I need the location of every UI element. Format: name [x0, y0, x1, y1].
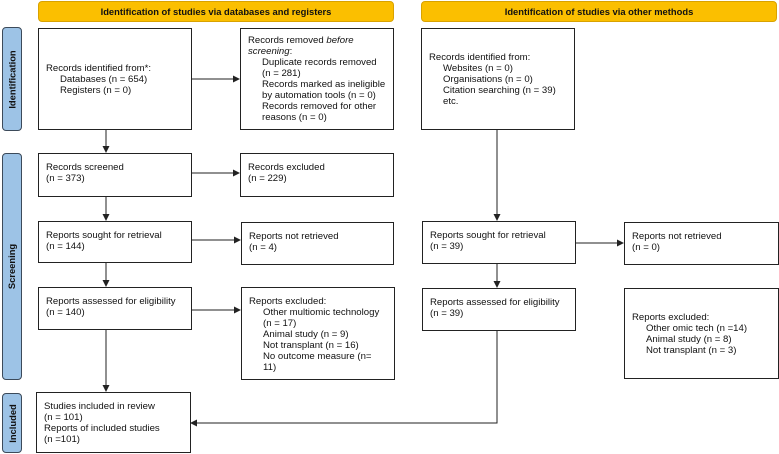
box-item: Registers (n = 0) [60, 84, 132, 96]
other-reports-assessed-box: Reports assessed for eligibility(n = 39) [422, 288, 576, 331]
box-title: Records excluded [248, 162, 325, 173]
records-screened-box: Records screened(n = 373) [38, 153, 192, 197]
arrow-other-assessed-to-included [190, 331, 498, 427]
box-title: Studies included in review [44, 400, 155, 412]
title-part: : [289, 46, 293, 57]
box-item: Other omic tech (n =14) [646, 322, 748, 334]
box-count: (n = 373) [46, 173, 85, 184]
phase-label: Screening [6, 243, 18, 290]
box-count: (n = 39) [430, 308, 464, 319]
title-part: Records removed [248, 35, 327, 46]
box-count: (n = 140) [46, 307, 85, 318]
box-item: Animal study (n = 8) [646, 333, 732, 345]
box-title: Records identified from: [429, 51, 531, 63]
box-title: Reports excluded: [249, 296, 327, 307]
studies-included-box: Studies included in review (n = 101) Rep… [36, 392, 191, 453]
box-item: Other multiomic technology (n = 17) [263, 307, 380, 329]
box-item: Citation searching (n = 39) [443, 84, 556, 96]
box-title: Records identified from*: [46, 62, 152, 74]
box-item: Animal study (n = 9) [263, 329, 349, 340]
box-item: Not transplant (n = 3) [646, 344, 737, 356]
box-count: (n =101) [44, 433, 80, 445]
box-title: Reports excluded: [632, 311, 710, 323]
box-item: Records removed for other reasons (n = 0… [262, 101, 377, 123]
phase-label: Included [6, 403, 18, 443]
box-item: Records marked as ineligible by automati… [262, 79, 386, 101]
reports-not-retrieved-box: Reports not retrieved(n = 4) [241, 222, 394, 265]
phase-identification: Identification [2, 27, 22, 131]
box-title: Reports of included studies [44, 422, 160, 434]
box-item: No outcome measure (n= 11) [263, 351, 372, 373]
box-item: etc. [443, 95, 459, 107]
records-removed-box: Records removed before screening: Duplic… [240, 28, 394, 130]
box-title: Reports sought for retrieval [46, 230, 162, 241]
records-identified-box: Records identified from*: Databases (n =… [38, 28, 192, 130]
box-count: (n = 4) [249, 242, 277, 253]
box-title: Reports not retrieved [249, 231, 339, 242]
box-count: (n = 101) [44, 411, 83, 423]
box-count: (n = 229) [248, 173, 287, 184]
reports-assessed-box: Reports assessed for eligibility(n = 140… [38, 287, 192, 330]
box-item: Duplicate records removed (n = 281) [262, 57, 377, 79]
other-reports-excluded-box: Reports excluded: Other omic tech (n =14… [624, 288, 779, 379]
other-reports-sought-box: Reports sought for retrieval(n = 39) [422, 221, 576, 264]
phase-label: Identification [6, 49, 18, 109]
header-databases: Identification of studies via databases … [38, 1, 394, 22]
reports-sought-box: Reports sought for retrieval(n = 144) [38, 221, 192, 263]
box-count: (n = 0) [632, 242, 660, 253]
box-item: Organisations (n = 0) [443, 73, 533, 85]
box-title: Records screened [46, 162, 124, 173]
box-count: (n = 144) [46, 241, 85, 252]
box-count: (n = 39) [430, 241, 464, 252]
other-records-identified-box: Records identified from: Websites (n = 0… [421, 28, 575, 130]
box-title: Reports assessed for eligibility [430, 297, 560, 308]
box-title: Reports assessed for eligibility [46, 296, 176, 307]
box-item: Websites (n = 0) [443, 62, 513, 74]
box-title: Reports sought for retrieval [430, 230, 546, 241]
box-title: Reports not retrieved [632, 231, 722, 242]
box-item: Databases (n = 654) [60, 73, 148, 85]
reports-excluded-box: Reports excluded: Other multiomic techno… [241, 287, 395, 380]
phase-screening: Screening [2, 153, 22, 380]
other-reports-not-retrieved-box: Reports not retrieved(n = 0) [624, 222, 779, 265]
box-item: Not transplant (n = 16) [263, 340, 359, 351]
title-emphasis: before screening [248, 35, 354, 57]
records-excluded-box: Records excluded(n = 229) [240, 153, 394, 197]
header-other-methods: Identification of studies via other meth… [421, 1, 777, 22]
phase-included: Included [2, 393, 22, 453]
box-title: Records removed before screening: [248, 35, 386, 57]
